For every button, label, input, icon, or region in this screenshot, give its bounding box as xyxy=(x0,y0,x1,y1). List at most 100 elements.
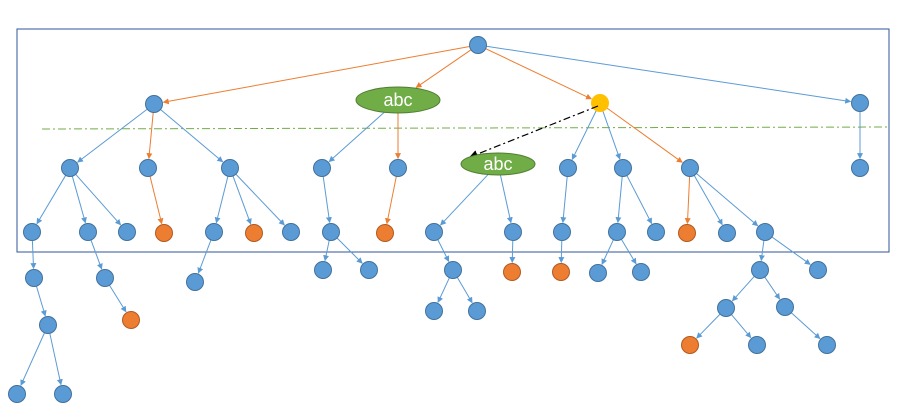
edge-Y3c1a-Y3c1a1 xyxy=(696,313,721,339)
edge-Y3c1b-Y3c1b1 xyxy=(790,312,821,340)
blue-node-B1a2 xyxy=(360,261,378,279)
edge-Y3c-Y3c2 xyxy=(771,236,811,265)
edge-root-Y xyxy=(485,48,592,100)
blue-node-Y3c1a xyxy=(717,299,735,317)
blue-node-A1a1a2 xyxy=(54,385,72,403)
orange-node-Y3a xyxy=(678,224,696,242)
blue-node-Y2a1 xyxy=(589,264,607,282)
edge-E1a-E1a1 xyxy=(437,277,450,303)
blue-node-Y1a xyxy=(553,223,571,241)
blue-node-Y3 xyxy=(681,159,699,177)
blue-node-Y3c xyxy=(756,223,774,241)
edge-E_mid-E2 xyxy=(499,174,513,224)
blue-node-A3a1 xyxy=(186,273,204,291)
edge-B1-B1a xyxy=(322,176,332,224)
edge-Y1-Y1a xyxy=(560,176,568,224)
edge-B1a-B1a1 xyxy=(323,240,330,262)
edge-A1a-A1a1 xyxy=(30,240,37,270)
orange-node-A3b xyxy=(245,224,263,242)
blue-node-D xyxy=(851,94,869,112)
orange-node-Y1a1 xyxy=(552,263,570,281)
edge-Y2a-Y2a2 xyxy=(620,239,637,265)
blue-node-root xyxy=(469,36,487,54)
edge-A3-A3a xyxy=(214,176,229,224)
edge-A-A3 xyxy=(160,109,224,163)
edge-A1-A1c xyxy=(75,174,122,226)
blue-node-Y2a xyxy=(608,223,626,241)
frame-rect xyxy=(16,28,890,253)
edge-A2-A2a xyxy=(149,176,164,225)
blue-node-E1a1 xyxy=(425,302,443,320)
blue-node-A1a1 xyxy=(25,269,43,287)
dashdot-line xyxy=(41,126,890,130)
blue-node-A1b1 xyxy=(96,269,114,287)
orange-node-B2a xyxy=(376,224,394,242)
edge-Y3-Y3b xyxy=(693,175,723,226)
blue-node-A1a1a xyxy=(39,316,57,334)
edge-root-E_top xyxy=(415,49,472,88)
blue-node-E1a xyxy=(444,261,462,279)
edge-Y-Y1 xyxy=(571,110,597,161)
blue-node-B1 xyxy=(313,159,331,177)
blue-node-Y3c1a2 xyxy=(748,336,766,354)
blue-node-Y3c1b xyxy=(776,298,794,316)
blue-node-A3 xyxy=(221,159,239,177)
edge-root-D xyxy=(486,45,852,104)
edge-E_mid-E1 xyxy=(440,174,489,226)
blue-node-A1 xyxy=(61,159,79,177)
blue-node-E1a2 xyxy=(468,302,486,320)
blue-node-A3c xyxy=(282,223,300,241)
dashed-arrow xyxy=(469,105,599,159)
ellipse-top-label: abc xyxy=(383,90,412,110)
nodes xyxy=(8,36,869,403)
edges xyxy=(20,45,863,386)
blue-node-D1 xyxy=(851,159,869,177)
orange-node-A2a xyxy=(155,224,173,242)
edge-Y3-Y3a xyxy=(684,176,691,225)
blue-node-A1c xyxy=(118,223,136,241)
edge-A1-A1b xyxy=(71,176,87,224)
orange-node-Y3c1a1 xyxy=(681,336,699,354)
blue-node-Y2a2 xyxy=(632,263,650,281)
blue-node-Y3c1 xyxy=(751,261,769,279)
orange-node-A1b1a xyxy=(122,311,140,329)
blue-node-E1 xyxy=(425,223,443,241)
blue-node-B1a xyxy=(322,223,340,241)
edge-Y3c1-Y3c1a xyxy=(731,276,755,302)
edge-B1a-B1a2 xyxy=(336,237,363,264)
edge-Y2-Y2a xyxy=(615,176,623,224)
edge-A1a1a-A1a1a2 xyxy=(49,333,63,386)
blue-node-A xyxy=(145,95,163,113)
blue-node-Y1 xyxy=(559,159,577,177)
edge-Y3-Y3c xyxy=(696,173,759,227)
edge-root-A xyxy=(162,46,470,105)
edge-Y3c-Y3c1 xyxy=(758,240,765,262)
edge-E_top-B1 xyxy=(328,111,385,163)
edge-E1-E1a xyxy=(437,239,450,263)
edge-Y2a-Y2a1 xyxy=(601,239,614,265)
edge-A1a1-A1a1a xyxy=(35,286,47,317)
edge-Y-Y2 xyxy=(602,110,621,160)
blue-node-A1b xyxy=(79,223,97,241)
edge-Y3c1a-Y3c1a2 xyxy=(731,314,752,339)
blue-node-A1a1a1 xyxy=(8,385,26,403)
blue-node-A3a xyxy=(205,223,223,241)
yellow-node-Y xyxy=(591,94,609,112)
edge-B2-B2a xyxy=(384,176,397,225)
blue-node-Y2 xyxy=(614,159,632,177)
ellipse-node-top: abc xyxy=(355,86,441,114)
edge-A3a-A3a1 xyxy=(197,239,212,274)
edge-A-A1 xyxy=(77,108,148,163)
edge-A1b1-A1b1a xyxy=(109,284,127,313)
blue-node-A1a xyxy=(23,223,41,241)
edge-A1-A1a xyxy=(36,175,67,225)
blue-node-A2 xyxy=(139,159,157,177)
edge-E1a-E1a2 xyxy=(456,277,473,304)
edge-Y1a-Y1a1 xyxy=(558,240,565,264)
ellipse-node-mid: abc xyxy=(460,152,536,176)
blue-node-Y3b xyxy=(718,224,736,242)
edge-E2-E2a xyxy=(509,240,516,264)
blue-node-Y3c1b1 xyxy=(818,336,836,354)
blue-node-B1a1 xyxy=(314,261,332,279)
